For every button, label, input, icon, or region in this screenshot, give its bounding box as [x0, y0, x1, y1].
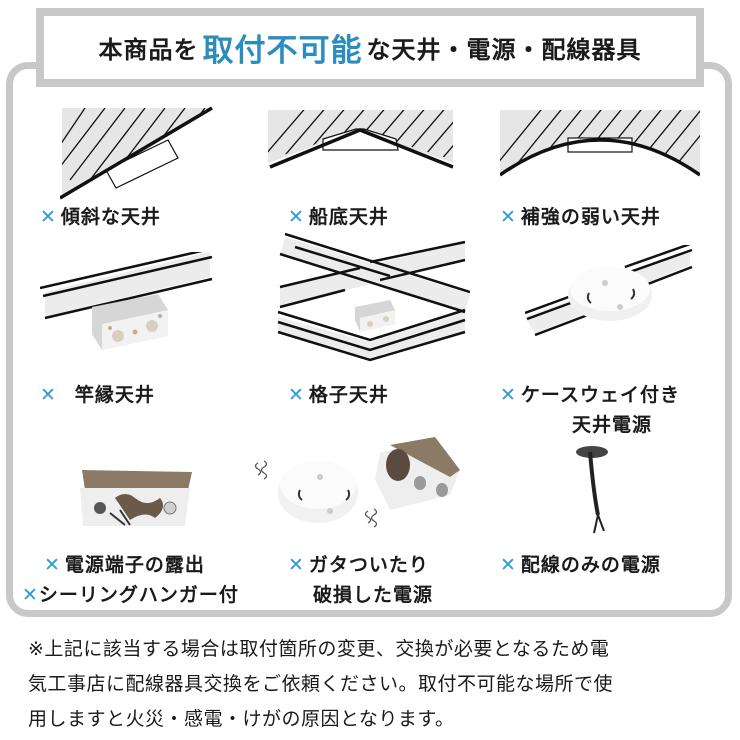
- item-boat-bottom-ceiling: ✕船底天井: [288, 206, 389, 228]
- wiring-only-power-illustration: [576, 446, 608, 534]
- title-prefix: 本商品を: [98, 36, 199, 64]
- cross-icon: ✕: [40, 206, 57, 228]
- item-loose-broken-power-line2: 破損した電源: [313, 584, 434, 606]
- exposed-terminal-illustration: [80, 470, 192, 526]
- loose-broken-power-illustration: [254, 437, 460, 528]
- title-accent: 取付不可能: [202, 33, 363, 69]
- lattice-ceiling-illustration: [277, 232, 470, 362]
- weak-reinforcement-ceiling-illustration: [500, 110, 700, 177]
- cross-icon: ✕: [500, 384, 517, 406]
- title-suffix: な天井・電源・配線器具: [366, 36, 642, 64]
- cross-icon: ✕: [40, 384, 57, 406]
- item-weak-reinforcement-ceiling: ✕補強の弱い天井: [500, 206, 661, 228]
- page-title: 本商品を 取付不可能 な天井・電源・配線器具: [36, 8, 704, 87]
- cross-icon: ✕: [44, 554, 61, 576]
- item-lattice-ceiling: ✕格子天井: [288, 384, 389, 406]
- item-wiring-only-power: ✕配線のみの電源: [500, 554, 661, 576]
- rod-edge-ceiling-illustration: [40, 252, 213, 350]
- item-rod-edge-ceiling: ✕竿縁天井: [40, 384, 155, 406]
- cross-icon: ✕: [500, 206, 517, 228]
- item-ceiling-hanger: ✕シーリングハンガー付: [22, 584, 239, 606]
- item-sloped-ceiling: ✕傾斜な天井: [40, 206, 161, 228]
- cross-icon: ✕: [288, 206, 305, 228]
- cross-icon: ✕: [22, 584, 39, 606]
- cross-icon: ✕: [288, 384, 305, 406]
- item-exposed-terminal: ✕電源端子の露出: [44, 554, 205, 576]
- cross-icon: ✕: [288, 554, 305, 576]
- sloped-ceiling-illustration: [60, 106, 213, 200]
- caseway-power-illustration: [525, 245, 693, 337]
- cross-icon: ✕: [500, 554, 517, 576]
- item-loose-broken-power: ✕ガタついたり: [288, 554, 429, 576]
- item-caseway-power: ✕ケースウェイ付き: [500, 384, 680, 406]
- item-caseway-power-line2: 天井電源: [572, 414, 653, 436]
- boat-bottom-ceiling-illustration: [268, 110, 454, 169]
- caution-note: ※上記に該当する場合は取付箇所の変更、交換が必要となるため電 気工事店に配線器具…: [28, 638, 614, 730]
